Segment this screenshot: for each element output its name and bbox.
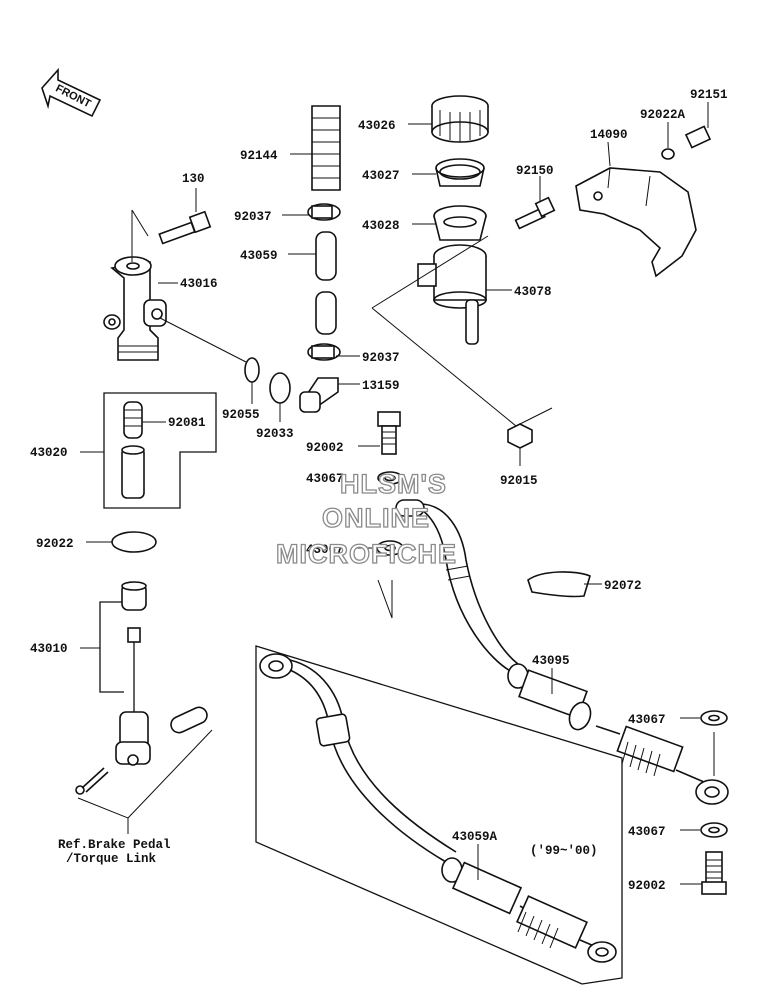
clamp-92037-lower: [307, 343, 341, 361]
nut-92015: [507, 423, 533, 449]
label-43016: 43016: [180, 277, 218, 291]
cap-43026: [431, 95, 489, 143]
bolt-92150: [514, 196, 556, 230]
piston-43020: [121, 445, 145, 499]
year-note: ('99~'00): [530, 844, 598, 858]
snap-ring-92033: [269, 372, 291, 404]
label-13159: 13159: [362, 379, 400, 393]
label-92022: 92022: [36, 537, 74, 551]
variant-box: [255, 645, 623, 985]
label-43067-right-lower: 43067: [628, 825, 666, 839]
label-92022A: 92022A: [640, 108, 686, 122]
ref-note-line1: Ref.Brake Pedal: [58, 838, 171, 852]
clamp-92037-upper: [307, 203, 341, 221]
ref-note-line2: /Torque Link: [66, 852, 157, 866]
label-92151: 92151: [690, 88, 728, 102]
washer-43067-right-lower: [700, 822, 728, 838]
diaphragm-43028: [433, 205, 487, 241]
bolt-92151: [684, 125, 712, 149]
piston-group-bracket: [103, 392, 217, 509]
brake-hose-43095: [395, 499, 729, 805]
label-43020: 43020: [30, 446, 68, 460]
hose-43059: [315, 231, 337, 335]
label-43027: 43027: [362, 169, 400, 183]
label-43059: 43059: [240, 249, 278, 263]
washer-43067-right-upper: [700, 710, 728, 726]
label-92055: 92055: [222, 408, 260, 422]
label-43067-second: 43067: [306, 543, 344, 557]
label-130: 130: [182, 172, 205, 186]
plate-43027: [435, 158, 485, 187]
label-92144: 92144: [240, 149, 278, 163]
bolt-130: [158, 210, 212, 245]
label-92037-upper: 92037: [234, 210, 272, 224]
label-92072: 92072: [604, 579, 642, 593]
banjo-bolt-92002-right: [701, 851, 727, 895]
reservoir-43078: [417, 244, 487, 345]
watermark-line2: ONLINE: [322, 503, 430, 533]
watermark-line1: HLSM'S: [340, 469, 447, 499]
banjo-bolt-92002-upper: [377, 411, 401, 455]
master-cylinder-body: [103, 256, 167, 361]
clevis-pin: [170, 706, 208, 734]
label-43059A: 43059A: [452, 830, 498, 844]
pushrod-bracket: [99, 601, 124, 693]
label-92081: 92081: [168, 416, 206, 430]
brake-hose-43059A: [259, 653, 617, 963]
label-43067-upper: 43067: [306, 472, 344, 486]
circlip-92022: [111, 531, 157, 553]
pushrod-43010: [115, 581, 151, 766]
label-43026: 43026: [358, 119, 396, 133]
label-92033: 92033: [256, 427, 294, 441]
label-43078: 43078: [514, 285, 552, 299]
label-92015: 92015: [500, 474, 538, 488]
front-arrow-icon: FRONT: [41, 67, 102, 118]
label-92002-right: 92002: [628, 879, 666, 893]
spring-92144: [311, 105, 341, 191]
label-43095: 43095: [532, 654, 570, 668]
o-ring-92055: [244, 357, 260, 383]
cover-14090: [575, 167, 697, 278]
label-92037-lower: 92037: [362, 351, 400, 365]
label-43028: 43028: [362, 219, 400, 233]
washer-92022A: [661, 148, 675, 160]
washer-43067-upper: [377, 471, 403, 485]
washer-43067-second: [376, 540, 404, 556]
label-43010: 43010: [30, 642, 68, 656]
label-14090: 14090: [590, 128, 628, 142]
piston-spring-92081: [123, 401, 143, 439]
label-92002-upper: 92002: [306, 441, 344, 455]
label-43067-right-upper: 43067: [628, 713, 666, 727]
watermark-line3: MICROFICHE: [276, 539, 457, 569]
cotter-pin: [75, 767, 109, 795]
clamp-92072: [527, 571, 591, 598]
elbow-13159: [299, 377, 339, 413]
label-92150: 92150: [516, 164, 554, 178]
